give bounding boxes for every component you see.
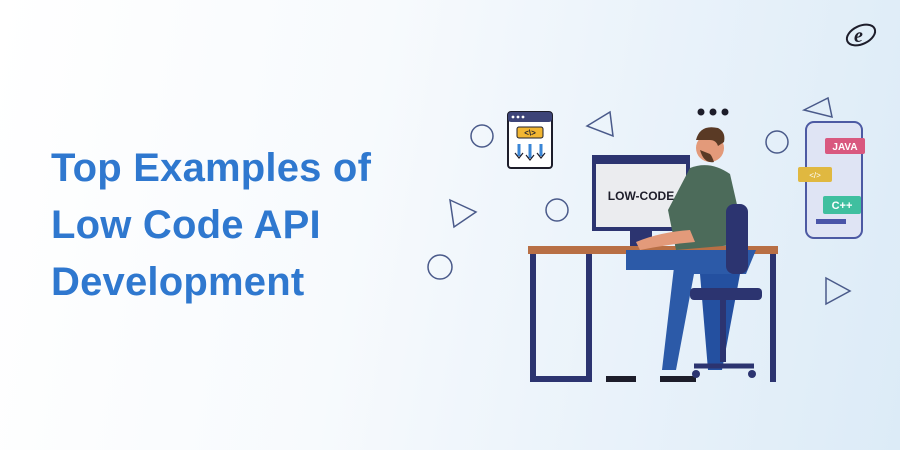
page-title: Top Examples of Low Code API Development (51, 140, 371, 311)
tag-code: </> (798, 167, 832, 182)
phone: JAVA </> C++ (798, 121, 865, 239)
triangle-icon (585, 110, 614, 138)
svg-text:JAVA: JAVA (832, 142, 857, 153)
tag-cpp: C++ (823, 196, 861, 214)
title-line-3: Development (51, 260, 305, 304)
chair (690, 204, 762, 378)
logo-letter: e (854, 25, 863, 47)
triangle-icon (825, 276, 852, 306)
code-window-icon: <\> (507, 111, 553, 169)
triangle-icon (449, 198, 478, 229)
title-line-1: Top Examples of (51, 146, 372, 190)
tag-java: JAVA (825, 138, 865, 154)
brand-logo: e (845, 23, 877, 47)
circle-icon (470, 124, 494, 148)
triangle-icon (801, 96, 833, 119)
monitor-text: LOW-CODE (608, 189, 674, 203)
svg-text:<\>: <\> (524, 129, 536, 138)
ellipsis-icon (697, 108, 729, 116)
decorative-shapes (427, 96, 852, 306)
circle-icon (765, 130, 789, 154)
title-line-2: Low Code API (51, 203, 321, 247)
svg-text:C++: C++ (832, 200, 853, 212)
svg-text:</>: </> (809, 171, 821, 180)
circle-icon (427, 254, 453, 280)
circle-icon (545, 198, 569, 222)
